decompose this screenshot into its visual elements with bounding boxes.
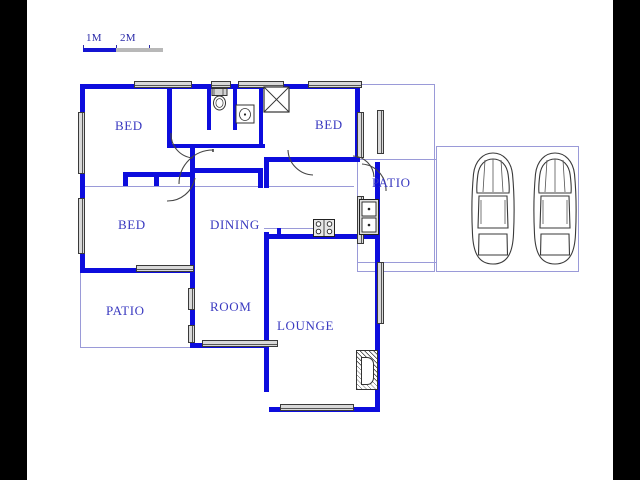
wall-bath-partition-3 xyxy=(259,84,263,148)
door-patio-right xyxy=(360,162,390,194)
guide-line-bed-ml xyxy=(81,186,193,187)
guide-line-lounge-top xyxy=(264,186,354,187)
room-label-patio-bottom-left: PATIO xyxy=(106,303,145,318)
window-bed-tr-top xyxy=(308,81,362,88)
letterbox-right xyxy=(613,0,640,480)
wall-dining-top-right-stub xyxy=(258,168,263,188)
carport-boundary xyxy=(436,146,579,272)
window-bath-top-1 xyxy=(211,81,231,88)
door-bed-ml xyxy=(165,177,199,203)
scale-tick-1 xyxy=(116,45,117,48)
patio-bl-bottom-edge xyxy=(80,347,190,348)
window-bed-tl-left xyxy=(78,112,85,174)
window-room-bottom xyxy=(202,340,278,347)
door-bed-tr xyxy=(285,148,317,178)
scale-segment-gray xyxy=(116,48,163,52)
window-lounge-right xyxy=(377,262,384,324)
window-lounge-bottom xyxy=(280,404,354,411)
scale-tick-2 xyxy=(149,45,150,48)
room-label-dining: DINING xyxy=(210,217,260,232)
window-bed-ml-left xyxy=(78,198,85,254)
door-kitchen xyxy=(352,155,378,181)
guide-line-patio-bottom xyxy=(357,262,437,263)
wall-bed-tr-bottom xyxy=(264,157,360,162)
wall-stub-room-right-lower xyxy=(264,330,269,348)
window-patio-bl-divider-lower xyxy=(188,325,195,343)
patio-right-boundary xyxy=(357,84,435,272)
wall-dining-top xyxy=(190,168,262,173)
car-left-icon xyxy=(470,152,516,266)
wall-stub-bed-ml xyxy=(190,268,195,278)
wall-outer-left-top xyxy=(80,84,85,272)
room-label-bed-top-left: BED xyxy=(115,118,143,133)
wall-bath-partition-2 xyxy=(233,84,237,130)
patio-bl-left-edge xyxy=(80,272,81,348)
shower-icon xyxy=(263,86,291,114)
scale-segment-blue xyxy=(83,48,116,52)
wall-corridor-bottom xyxy=(123,172,195,177)
double-sink-icon xyxy=(359,199,379,235)
wall-bed-tl-right xyxy=(167,84,172,148)
door-bed-tl xyxy=(173,148,215,186)
stove-icon xyxy=(313,219,335,237)
wall-corridor-mid-stub xyxy=(154,172,159,186)
wall-bath-bottom xyxy=(167,144,265,148)
wall-lounge-left-upper xyxy=(264,162,269,188)
window-patio-bl-divider-upper xyxy=(188,288,195,310)
room-label-patio-right: PATIO xyxy=(372,175,411,190)
guide-line-kitchen xyxy=(264,228,314,229)
window-bath-top-2 xyxy=(238,81,284,88)
wall-bath-partition-1 xyxy=(207,84,211,130)
room-label-bed-mid-left: BED xyxy=(118,217,146,232)
wall-stub-room-right-upper xyxy=(264,268,269,282)
door-bath-left xyxy=(169,132,195,162)
window-patio-left-upper xyxy=(357,112,364,158)
scale-label-2m: 2M xyxy=(120,32,136,44)
letterbox-left xyxy=(0,0,27,480)
floor-plan-canvas: 1M 2M xyxy=(27,0,613,480)
wall-corridor-left-stub xyxy=(123,172,128,186)
scale-tick-0 xyxy=(83,45,84,48)
window-bed-ml-bottom xyxy=(136,265,194,272)
car-right-icon xyxy=(532,152,578,266)
wall-lounge-left-lower xyxy=(264,232,269,392)
wall-kitchen-counter-step xyxy=(277,228,281,236)
fireplace-icon xyxy=(356,350,378,390)
guide-line-patio-top xyxy=(357,159,437,160)
room-label-bed-top-right: BED xyxy=(315,117,343,132)
scale-bar: 1M 2M xyxy=(78,32,198,58)
room-label-lounge: LOUNGE xyxy=(277,318,335,333)
scale-label-1m: 1M xyxy=(86,32,102,44)
window-bed-tr-right xyxy=(377,110,384,154)
window-bed-tl-top xyxy=(134,81,192,88)
guide-line-dining-top xyxy=(192,186,262,187)
wall-dining-left xyxy=(190,148,195,348)
basin-icon xyxy=(235,104,257,126)
toilet-icon xyxy=(210,88,230,114)
room-label-room: ROOM xyxy=(210,299,252,314)
